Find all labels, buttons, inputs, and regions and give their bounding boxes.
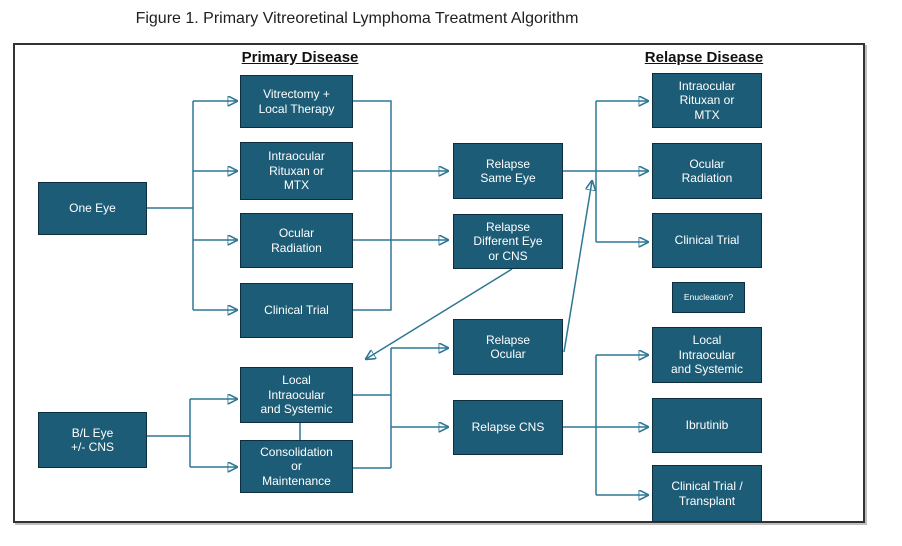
node-ocular-radiation-primary: Ocular Radiation: [240, 213, 353, 268]
node-relapse-ocular: Relapse Ocular: [453, 319, 563, 375]
node-relapse-same-eye: Relapse Same Eye: [453, 143, 563, 199]
node-relapse-different-eye-cns: Relapse Different Eye or CNS: [453, 214, 563, 269]
node-ibrutinib: Ibrutinib: [652, 398, 762, 453]
primary-disease-header: Primary Disease: [241, 49, 359, 66]
node-consolidation-maintenance: Consolidation or Maintenance: [240, 440, 353, 493]
node-intraocular-rituxan-mtx-relapse: Intraocular Rituxan or MTX: [652, 73, 762, 128]
node-clinical-trial-relapse: Clinical Trial: [652, 213, 762, 268]
relapse-disease-header: Relapse Disease: [644, 49, 764, 66]
node-one-eye: One Eye: [38, 182, 147, 235]
node-intraocular-rituxan-mtx-primary: Intraocular Rituxan or MTX: [240, 142, 353, 200]
node-clinical-trial-primary: Clinical Trial: [240, 283, 353, 338]
node-local-intraocular-systemic-primary: Local Intraocular and Systemic: [240, 367, 353, 423]
node-bl-eye-cns: B/L Eye +/- CNS: [38, 412, 147, 468]
diagram-frame: [13, 43, 865, 523]
node-local-intraocular-systemic-relapse: Local Intraocular and Systemic: [652, 327, 762, 383]
node-ocular-radiation-relapse: Ocular Radiation: [652, 143, 762, 199]
node-enucleation: Enucleation?: [672, 282, 745, 313]
figure-title: Figure 1. Primary Vitreoretinal Lymphoma…: [135, 10, 579, 27]
node-clinical-trial-transplant: Clinical Trial / Transplant: [652, 465, 762, 522]
node-relapse-cns: Relapse CNS: [453, 400, 563, 455]
node-vitrectomy-local-therapy: Vitrectomy + Local Therapy: [240, 75, 353, 128]
